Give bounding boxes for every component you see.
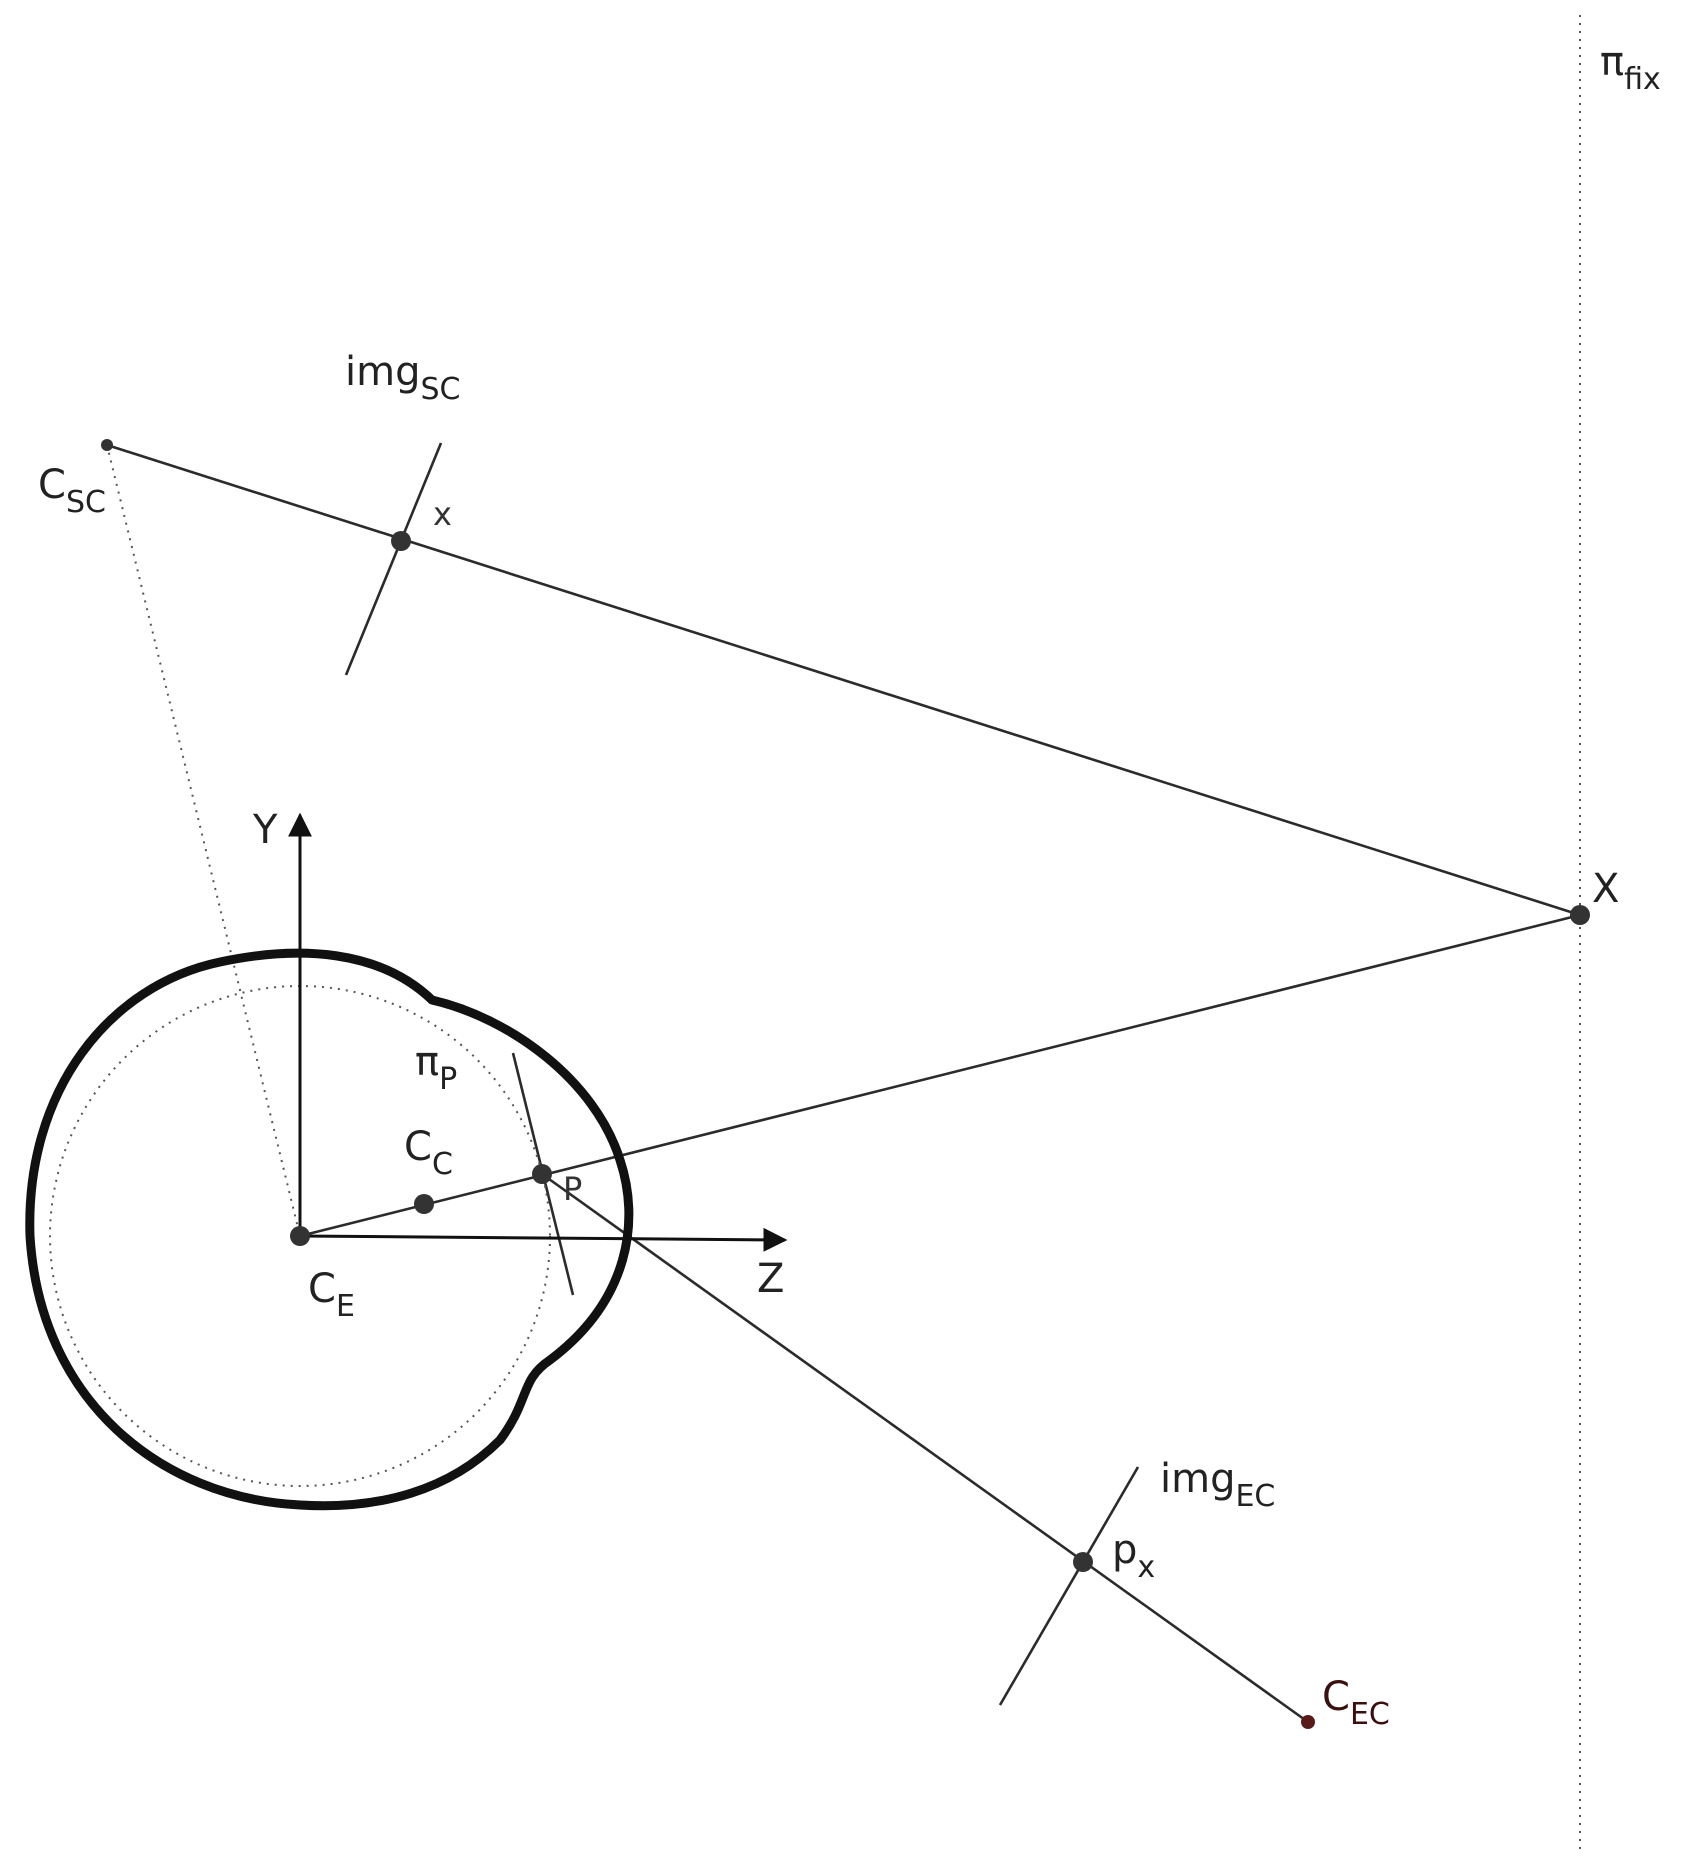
p-point bbox=[532, 1164, 552, 1184]
pi-fix-label: πfix bbox=[1600, 39, 1661, 97]
scene-camera-ray bbox=[106, 443, 1581, 917]
z-axis bbox=[299, 1227, 788, 1252]
eye-camera-ray bbox=[541, 1172, 1309, 1724]
pi-p-label: πP bbox=[415, 1039, 457, 1097]
x-small-label: x bbox=[433, 495, 452, 533]
scene-image-plane bbox=[344, 442, 443, 676]
y-axis-label: Y bbox=[252, 807, 278, 853]
c-e-label: CE bbox=[308, 1266, 355, 1324]
c-ec-label: CEC bbox=[1322, 1674, 1390, 1732]
c-e-point bbox=[290, 1226, 310, 1246]
c-sc-label: CSC bbox=[38, 462, 106, 520]
x-small-point bbox=[391, 531, 411, 551]
c-c-point bbox=[414, 1194, 434, 1214]
z-axis-label: Z bbox=[757, 1256, 784, 1302]
p-x-label: px bbox=[1112, 1527, 1155, 1585]
eye-image-plane bbox=[998, 1466, 1140, 1706]
gaze-ray bbox=[299, 913, 1581, 1238]
c-c-label: CC bbox=[404, 1124, 453, 1182]
eye-outline bbox=[25, 948, 634, 1511]
img-ec-label: imgEC bbox=[1160, 1456, 1275, 1514]
c-sc-point bbox=[101, 439, 113, 451]
img-sc-label: imgSC bbox=[345, 349, 460, 407]
x-big-point bbox=[1570, 905, 1590, 925]
p-x-point bbox=[1073, 1552, 1093, 1572]
c-ec-point bbox=[1301, 1715, 1315, 1729]
x-big-label: X bbox=[1592, 866, 1619, 912]
p-label: P bbox=[563, 1170, 582, 1208]
